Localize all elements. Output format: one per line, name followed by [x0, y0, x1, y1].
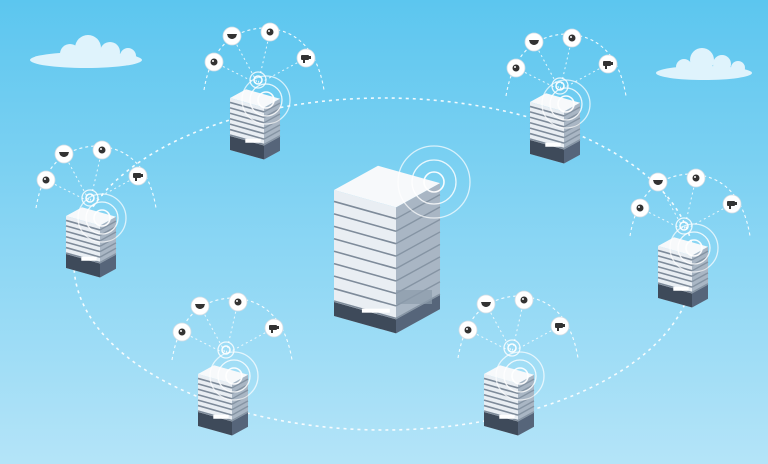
lens-camera-icon — [458, 320, 478, 340]
bullet-camera-icon — [128, 166, 148, 186]
bullet-camera-icon — [296, 48, 316, 68]
branch-building-right — [657, 237, 709, 308]
branch-node — [171, 292, 293, 436]
lens-camera-icon — [36, 170, 56, 190]
bullet-camera-icon — [722, 194, 742, 214]
lens-camera-icon — [260, 22, 280, 42]
signal-rings — [503, 339, 521, 357]
dome-camera-icon — [648, 172, 668, 192]
hub-glass-entrance — [396, 290, 432, 304]
dome-camera-icon — [524, 32, 544, 52]
branch-building-top-right — [529, 93, 581, 164]
branch-building-left — [65, 207, 117, 278]
branch-node — [505, 28, 627, 164]
signal-rings — [217, 341, 235, 359]
branch-node — [629, 168, 751, 308]
cloud-left — [30, 35, 142, 68]
bullet-camera-icon — [598, 54, 618, 74]
branch-node — [203, 22, 325, 160]
lens-camera-icon — [204, 52, 224, 72]
signal-rings — [551, 77, 569, 95]
branch-node — [35, 140, 157, 278]
wifi-rings — [77, 193, 127, 243]
wifi-rings — [241, 75, 291, 125]
dome-camera-icon — [54, 144, 74, 164]
signal-rings — [675, 217, 693, 235]
lens-camera-icon — [686, 168, 706, 188]
hub-wifi-rings — [397, 145, 471, 219]
hub-node — [333, 145, 471, 334]
lens-camera-icon — [630, 198, 650, 218]
lens-camera-icon — [92, 140, 112, 160]
lens-camera-icon — [172, 322, 192, 342]
lens-camera-icon — [514, 290, 534, 310]
wifi-rings — [209, 351, 259, 401]
lens-camera-icon — [228, 292, 248, 312]
wifi-rings — [541, 79, 591, 129]
bullet-camera-icon — [264, 318, 284, 338]
signal-rings — [81, 189, 99, 207]
lens-camera-icon — [506, 58, 526, 78]
wifi-rings — [495, 351, 545, 401]
bullet-camera-icon — [550, 316, 570, 336]
dome-camera-icon — [222, 26, 242, 46]
dome-camera-icon — [476, 294, 496, 314]
branch-building-top-left — [229, 89, 281, 160]
wifi-rings — [669, 223, 719, 273]
branch-node — [457, 290, 579, 436]
branch-building-bottom-left — [197, 365, 249, 436]
cloud-right — [656, 48, 752, 80]
dome-camera-icon — [190, 296, 210, 316]
branch-building-bottom-right — [483, 365, 535, 436]
lens-camera-icon — [562, 28, 582, 48]
signal-rings — [249, 71, 267, 89]
central-hub-building — [333, 165, 441, 334]
